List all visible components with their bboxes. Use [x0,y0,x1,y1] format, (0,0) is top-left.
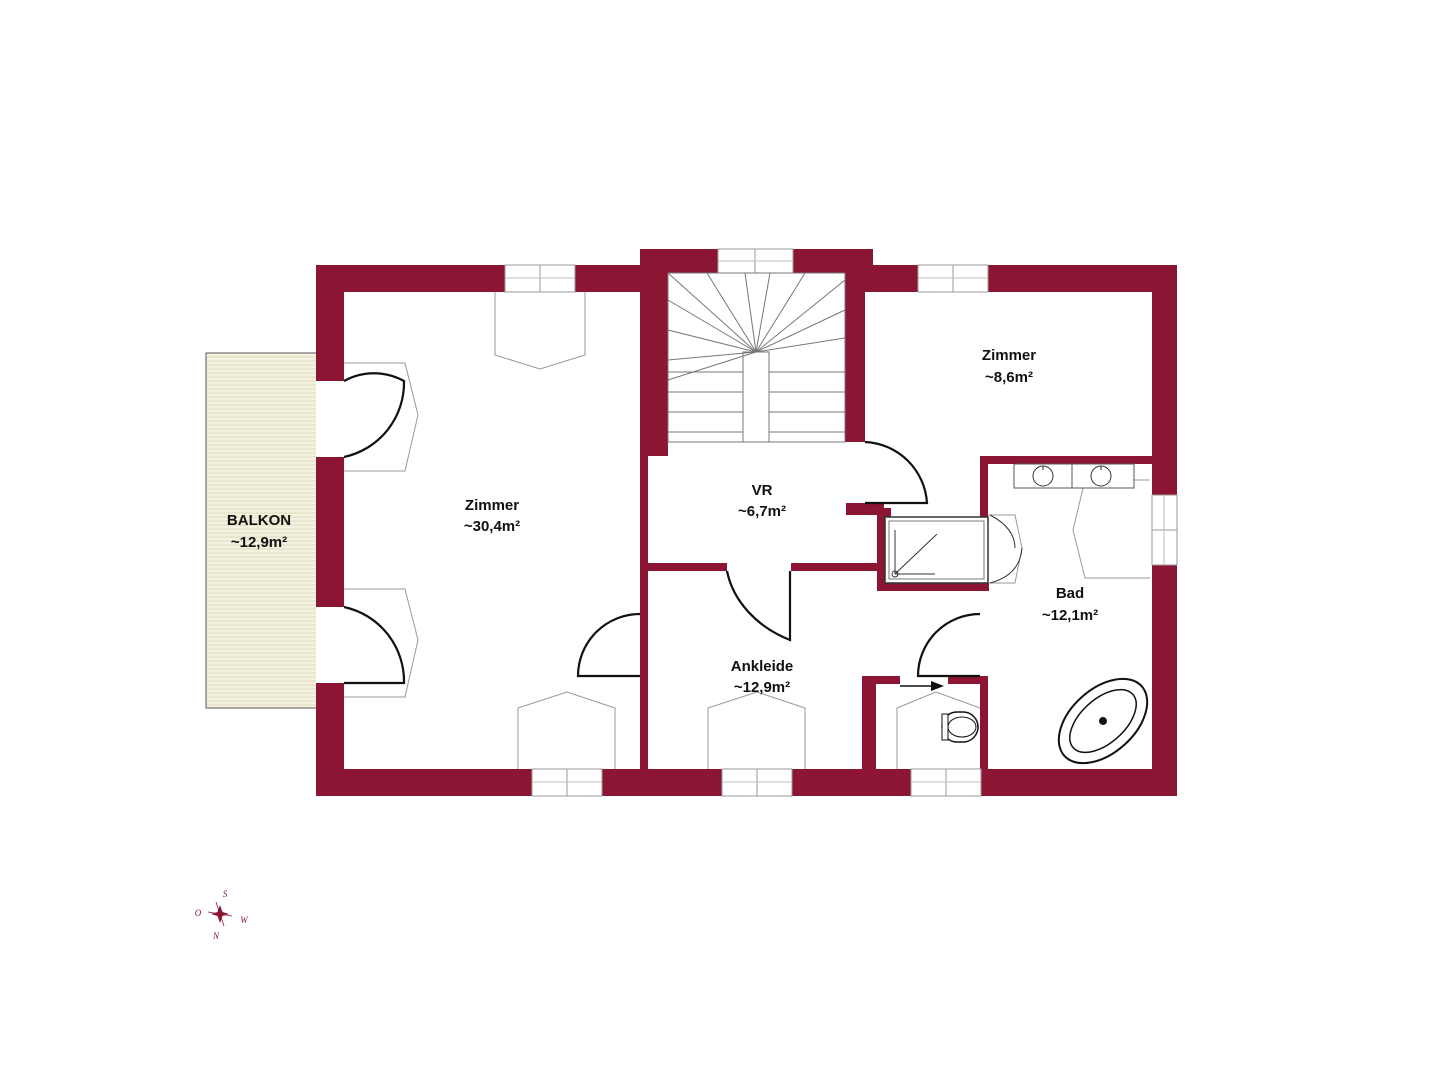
compass-rose-icon: S N O W [195,889,250,941]
room-name-bad: Bad [1056,585,1084,602]
bathroom-fixtures [884,463,1149,765]
room-area-zimmer-large: ~30,4m² [464,518,520,535]
room-labels: Zimmer ~30,4m² Zimmer ~8,6m² VR ~6,7m² A… [227,347,1098,696]
room-name-zimmer-large: Zimmer [465,497,519,514]
room-name-ankleide: Ankleide [731,658,794,675]
bathtub [1057,677,1149,765]
doors [343,372,1023,691]
balcony [205,352,319,709]
toilet [941,711,979,743]
room-area-zimmer-small: ~8,6m² [985,369,1033,386]
walls [316,249,1177,796]
double-vanity [1013,463,1135,489]
room-name-zimmer-small: Zimmer [982,347,1036,364]
room-name-vr: VR [752,482,773,499]
room-area-ankleide: ~12,9m² [734,679,790,696]
compass-west: W [240,915,249,925]
balcony-openings [316,381,346,683]
compass-north: N [212,931,220,941]
room-area-balkon: ~12,9m² [231,534,287,551]
room-area-bad: ~12,1m² [1042,607,1098,624]
room-area-vr: ~6,7m² [738,503,786,520]
shower-tray [884,516,989,584]
compass-east: O [195,908,202,918]
compass-south: S [223,889,228,899]
room-name-balkon: BALKON [227,512,291,529]
windows [504,248,1178,797]
staircase [667,272,846,443]
